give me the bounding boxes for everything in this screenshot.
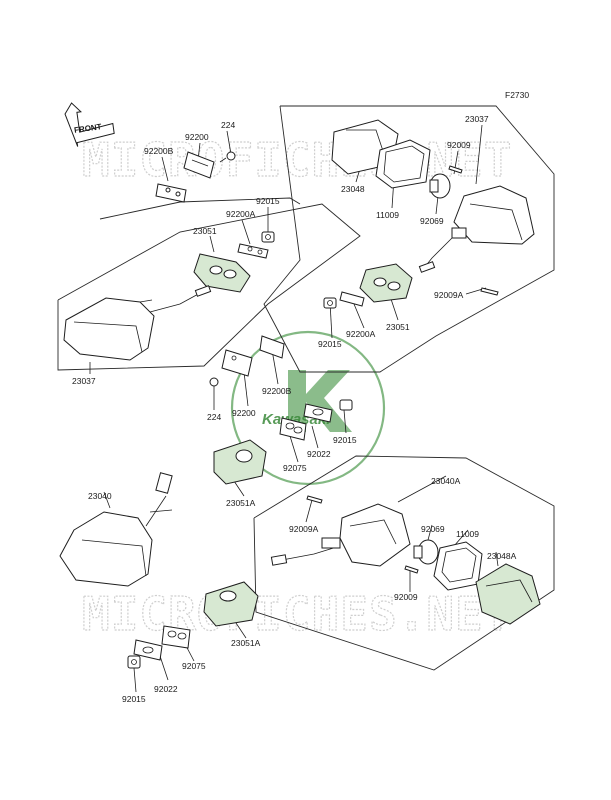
screw-92009A-top: [480, 287, 499, 296]
part-label: 92015: [318, 339, 342, 349]
part-label: 23051A: [226, 498, 256, 508]
nut-92015-mid: [323, 297, 337, 309]
grommet-92075-center: [279, 417, 307, 441]
nut-92015-center: [339, 399, 353, 411]
part-label: 23051: [386, 322, 410, 332]
part-label: 92009: [394, 592, 418, 602]
socket-23051-right: [359, 263, 413, 303]
nut-92015-top: [261, 231, 275, 243]
watermark-bottom: MICROFICHES.NET: [82, 587, 512, 641]
frame-right-box: [263, 105, 555, 373]
part-label: 92200: [185, 132, 209, 142]
turn-signal-23037-right: [418, 185, 535, 273]
part-label: 23040A: [431, 476, 461, 486]
part-label: 11009: [456, 529, 479, 539]
screw-224-mid: [209, 377, 219, 387]
bulb-92069-bottom: [413, 539, 439, 565]
lens-23048A: [475, 563, 541, 625]
bulb-92069-top: [429, 173, 451, 199]
part-label: 92200A: [346, 329, 376, 339]
part-label: 92069: [420, 216, 444, 226]
screw-224-top: [219, 151, 236, 163]
plate-92200B-mid: [259, 335, 285, 359]
part-label: 92200A: [226, 209, 256, 219]
part-label: 92022: [307, 449, 331, 459]
part-label: 23048A: [487, 551, 517, 561]
part-label: 92015: [256, 196, 280, 206]
part-label: 92015: [333, 435, 357, 445]
part-label: 23051A: [231, 638, 261, 648]
part-label: 92069: [421, 524, 445, 534]
washer-92022-center: [303, 403, 333, 423]
nut-92015-bottom: [127, 655, 141, 669]
part-label: 23048: [341, 184, 365, 194]
part-label: 92075: [182, 661, 206, 671]
part-label: 23037: [465, 114, 489, 124]
part-label: 92200B: [144, 146, 174, 156]
part-label: 92009A: [289, 524, 319, 534]
part-label: 92009A: [434, 290, 464, 300]
screw-92009-bottom: [404, 565, 419, 574]
figure-code: F2730: [505, 90, 529, 100]
gasket-11009-bottom: [433, 541, 483, 591]
part-label: 23040: [88, 491, 112, 501]
part-label: 92200B: [262, 386, 292, 396]
part-label: 92200: [232, 408, 256, 418]
turn-signal-23040A: [270, 503, 411, 567]
front-arrow-icon: FRONT: [64, 102, 115, 147]
grommet-92075-bottom: [161, 625, 191, 649]
gasket-92200A-top: [237, 243, 269, 259]
socket-23051A-center: [213, 439, 267, 485]
part-label: 224: [221, 120, 235, 130]
plate-92200B-top: [155, 183, 187, 203]
part-label: 92022: [154, 684, 178, 694]
gasket-92200A-mid: [339, 291, 365, 307]
part-label: 92009: [447, 140, 471, 150]
part-label: 11009: [376, 210, 399, 220]
socket-23051A-bottom: [203, 581, 259, 627]
part-label: 224: [207, 412, 221, 422]
part-label: 92015: [122, 694, 146, 704]
part-label: 23051: [193, 226, 217, 236]
frame-bottom-box: [253, 455, 555, 671]
bracket-92200: [183, 151, 215, 179]
part-labels: 224 92200 92200B 92015 92200A 23051 2303…: [72, 114, 517, 704]
gasket-11009-top: [375, 139, 431, 189]
frame-left-box: [57, 203, 361, 371]
washer-92022-bottom: [133, 639, 163, 661]
frame-left-top: [99, 197, 301, 220]
front-label: FRONT: [74, 122, 103, 135]
part-label: 92075: [283, 463, 307, 473]
screw-92009-top: [448, 165, 463, 174]
screw-92009A-bottom: [306, 495, 323, 504]
turn-signal-23040: [59, 472, 173, 587]
bracket-92200-mid: [221, 349, 253, 377]
part-label: 23037: [72, 376, 96, 386]
turn-signal-23037-left: [63, 285, 212, 361]
socket-23051-top: [193, 253, 251, 293]
